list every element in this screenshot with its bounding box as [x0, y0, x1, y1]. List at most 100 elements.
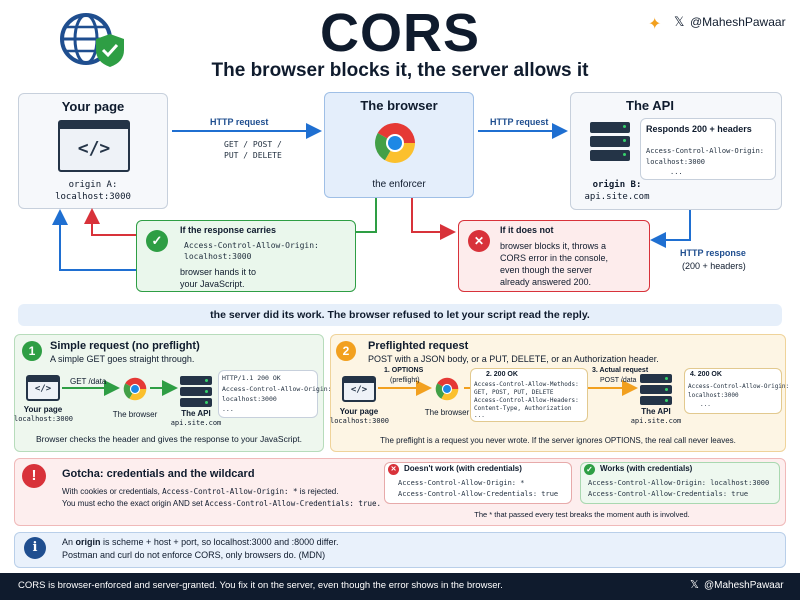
info-line1: An origin is scheme + host + port, so lo… [62, 537, 339, 547]
preflight-desc: POST with a JSON body, or a PUT, DELETE,… [368, 354, 659, 364]
info-icon: i [24, 537, 46, 559]
preflight-step2-card [470, 368, 588, 422]
gotcha-line2: You must echo the exact origin AND set A… [62, 499, 381, 508]
summary-banner-text: the server did its work. The browser ref… [210, 309, 590, 321]
sparkle-icon: ✦ [648, 16, 662, 33]
gotcha-line1-code: Access-Control-Allow-Origin: * [162, 487, 298, 496]
allowed-code2: localhost:3000 [184, 252, 252, 261]
api-title: The API [626, 98, 674, 113]
browser-caption: the enforcer [372, 179, 426, 190]
code-window-icon: </> [58, 120, 130, 172]
preflight-step2-code4: Content-Type, Authorization [474, 405, 572, 412]
simple-resp3: localhost:3000 [222, 395, 277, 403]
simple-api-label: The API [181, 409, 211, 418]
good-code1: Access-Control-Allow-Origin: localhost:3… [588, 479, 770, 487]
info-line2: Postman and curl do not enforce CORS, on… [62, 550, 326, 560]
simple-footer: Browser checks the header and gives the … [35, 434, 302, 444]
simple-api-origin: api.site.com [170, 419, 222, 427]
chrome-browser-icon [372, 120, 418, 166]
blocked-text2: CORS error in the console, [500, 253, 609, 263]
preflight-step2-code2: GET, POST, PUT, DELETE [474, 389, 554, 396]
preflight-step4: 4. 200 OK [690, 371, 722, 378]
preflight-chrome-icon [434, 376, 460, 402]
footer-bar [0, 573, 800, 600]
api-header-line1: Access-Control-Allow-Origin: [646, 147, 765, 155]
preflight-step1: 1. OPTIONS [384, 367, 424, 374]
simple-resp2: Access-Control-Allow-Origin: [222, 385, 332, 393]
simple-browser-label: The browser [112, 410, 158, 419]
bad-code1: Access-Control-Allow-Origin: * [398, 479, 525, 487]
allowed-code1: Access-Control-Allow-Origin: [184, 241, 319, 250]
x-error-icon: ✕ [468, 230, 490, 252]
preflight-step3-sub: POST /data [600, 377, 637, 384]
simple-response-card [218, 370, 318, 418]
check-icon: ✓ [146, 230, 168, 252]
your-page-origin-value: localhost:3000 [55, 192, 131, 202]
api-responds: Responds 200 + headers [646, 124, 752, 134]
request2-label: HTTP request [490, 117, 549, 127]
good-title: Works (with credentials) [600, 464, 693, 473]
blocked-text1: browser blocks it, throws a [500, 241, 607, 251]
gotcha-footnote: The * that passed every test breaks the … [474, 510, 690, 519]
bad-x-icon: ✕ [388, 464, 399, 475]
simple-resp1: HTTP/1.1 200 OK [222, 374, 281, 382]
info-line1-c: is scheme + host + port, so localhost:30… [103, 537, 339, 547]
allowed-text1: browser hands it to [180, 267, 257, 277]
preflight-page-icon: </> [342, 376, 376, 402]
preflight-api-label: The API [641, 407, 671, 416]
blocked-text4: already answered 200. [500, 277, 592, 287]
simple-server-icon [180, 376, 212, 408]
x-logo-icon: 𝕏 [674, 14, 685, 29]
page-title: CORS [319, 3, 480, 63]
simple-arrow-label: GET /data [70, 377, 107, 386]
blocked-title: If it does not [500, 225, 554, 235]
preflight-step2: 2. 200 OK [486, 371, 518, 378]
summary-banner [18, 304, 782, 326]
good-check-icon: ✓ [584, 464, 595, 475]
preflight-page-label: Your page [339, 407, 379, 416]
simple-title: Simple request (no preflight) [50, 340, 200, 352]
api-response-card [640, 118, 776, 180]
preflight-page-origin: localhost:3000 [330, 417, 390, 425]
gotcha-line2-code: Access-Control-Allow-Credentials: true. [204, 499, 382, 508]
info-line1-b: origin [75, 537, 101, 547]
your-page-origin-label: origin A: [68, 180, 118, 190]
preflight-step4-code2: localhost:3000 [688, 392, 739, 399]
preflight-footer: The preflight is a request you never wro… [380, 436, 736, 445]
gotcha-line1: With cookies or credentials, Access-Cont… [62, 487, 338, 496]
logo-globe-shield [58, 10, 130, 68]
info-panel [14, 532, 786, 568]
preflight-step4-card [684, 368, 782, 414]
simple-page-label: Your page [23, 405, 63, 414]
blocked-box [458, 220, 650, 292]
preflight-step2-code5: ... [474, 412, 485, 419]
gotcha-line2-a: You must echo the exact origin AND set [62, 499, 203, 508]
preflight-step4-code3: ... [700, 401, 711, 408]
simple-desc: A simple GET goes straight through. [50, 354, 195, 364]
api-origin-value: api.site.com [584, 192, 650, 202]
your-page-title: Your page [61, 99, 125, 114]
preflight-step1-sub: (preflight) [390, 377, 420, 384]
simple-page-origin: localhost:3000 [14, 415, 74, 423]
bad-code2: Access-Control-Allow-Credentials: true [398, 490, 559, 498]
preflight-browser-label: The browser [424, 408, 470, 417]
good-code2: Access-Control-Allow-Credentials: true [588, 490, 749, 498]
code-glyph: </> [77, 138, 111, 159]
info-line1-a: An [62, 537, 74, 547]
simple-arrows [62, 380, 178, 396]
gotcha-line1-a: With cookies or credentials, [62, 487, 160, 496]
preflight-step3: 3. Actual request [592, 367, 649, 374]
bad-example-card [384, 462, 572, 504]
response-detail: (200 + headers) [682, 261, 746, 271]
blocked-text3: even though the server [500, 265, 593, 275]
preflight-step2-code3: Access-Control-Allow-Headers: [474, 397, 579, 404]
allowed-box [136, 220, 356, 292]
preflight-step2-code1: Access-Control-Allow-Methods: [474, 381, 579, 388]
allowed-title: If the response carries [180, 225, 277, 235]
preflight-step4-code1: Access-Control-Allow-Origin: [688, 383, 790, 390]
request1-label: HTTP request [210, 117, 269, 127]
simple-number-badge: 1 [22, 341, 42, 361]
server-stack-icon [590, 122, 630, 164]
gotcha-line1-b: is rejected. [299, 487, 339, 496]
browser-title: The browser [360, 98, 438, 113]
